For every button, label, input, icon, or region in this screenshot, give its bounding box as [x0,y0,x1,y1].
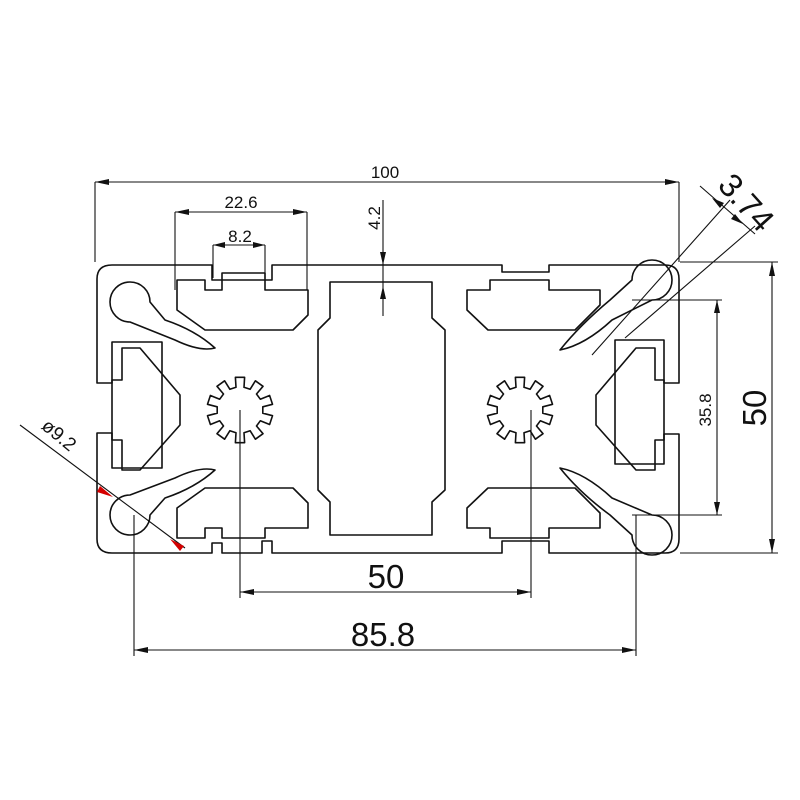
dimension-center-spacing-label: 50 [368,558,405,595]
star-left-outline [206,376,274,444]
dimension-corner-wall-label: 3.74 [711,166,781,238]
dimension-slot-neck-label: 8.2 [228,227,252,246]
dimension-wall-thickness-label: 4.2 [365,206,384,230]
dimension-slot-neck: 8.2 [212,227,266,278]
slot-cavity-bottom-left [176,487,309,539]
corner-hole-bottom-left [109,468,216,536]
corner-hole-bottom-right [559,467,673,556]
dimension-hole-spacing-horizontal-label: 85.8 [351,616,415,653]
corner-hole-top-right [559,259,673,351]
dimension-height: 50 [680,261,778,554]
slot-cavity-right [595,347,665,471]
dimension-hole-spacing-vertical: 35.8 [632,299,722,516]
profile-outline [96,264,680,554]
star-right-outline [486,376,554,444]
dimension-hole-spacing-vertical-label: 35.8 [696,393,715,426]
center-bore-right [486,376,554,444]
dimension-center-spacing: 50 [239,410,532,598]
slot-cavity-top-left [176,279,309,331]
dimension-slot-opening-label: 22.6 [224,193,257,212]
dimension-overall-width-label: 100 [371,163,399,182]
slot-cavity-left [111,347,181,471]
center-bore-left [206,376,274,444]
dimension-overall-width: 100 [94,163,680,262]
slot-cavity-top-right [466,279,601,331]
dimension-slot-opening: 22.6 [174,193,308,290]
slot-cavity-bottom-right [466,487,601,539]
dimension-wall-thickness: 4.2 [365,200,386,316]
center-cavity [317,281,446,536]
dimension-height-label: 50 [736,390,773,427]
corner-hole-top-left [109,281,216,350]
dimension-hole-diameter-label: ø9.2 [37,416,80,457]
dimension-hole-spacing-horizontal: 85.8 [133,515,637,656]
